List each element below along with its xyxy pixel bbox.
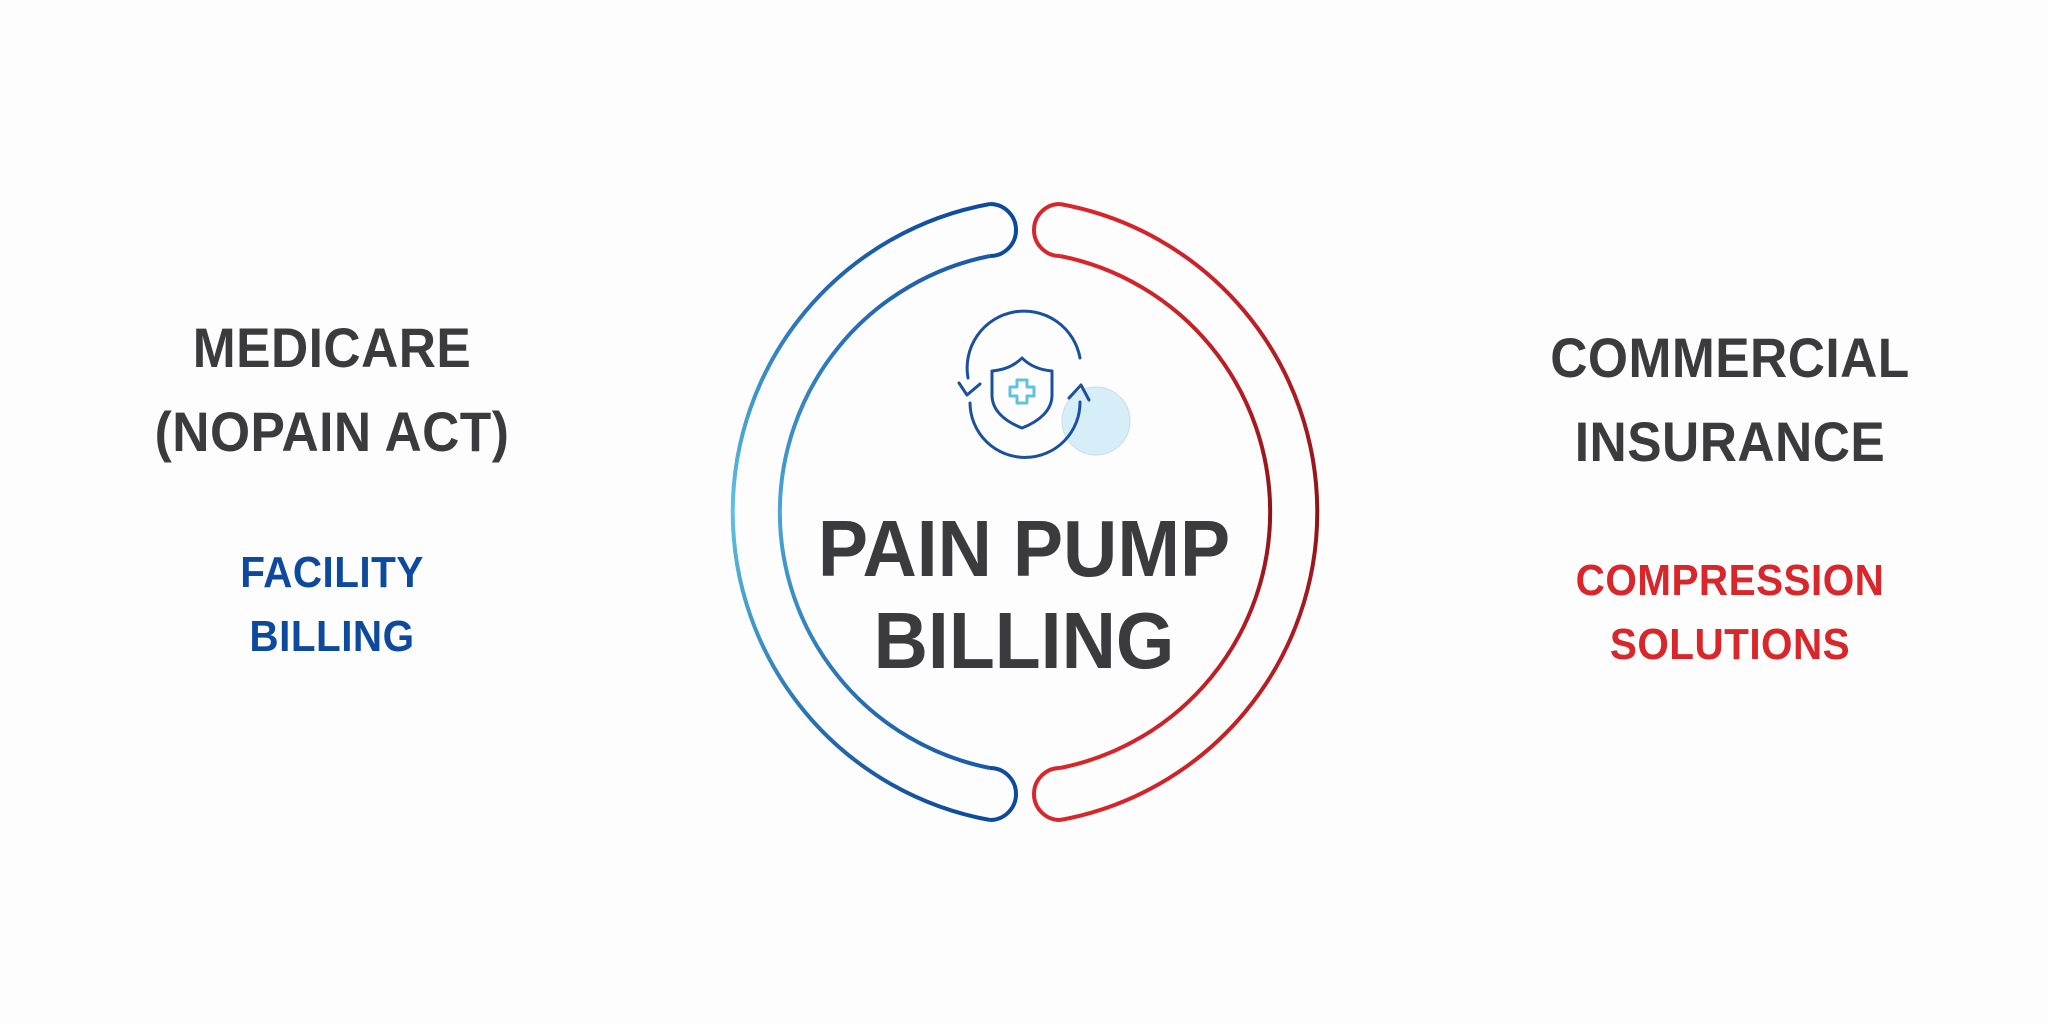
right-title-line1: COMMERCIAL: [1550, 326, 1910, 389]
right-subtitle: COMPRESSION SOLUTIONS: [1546, 549, 1914, 677]
right-subtitle-line2: SOLUTIONS: [1609, 620, 1851, 669]
left-title: MEDICARE (NOPAIN ACT): [130, 306, 535, 474]
left-subtitle-line2: BILLING: [249, 612, 415, 661]
center-title-line1: PAIN PUMP: [817, 504, 1231, 593]
left-title-line1: MEDICARE: [192, 316, 472, 379]
right-title-line2: INSURANCE: [1574, 410, 1886, 473]
right-title: COMMERCIAL INSURANCE: [1509, 316, 1951, 484]
left-title-line2: (NOPAIN ACT): [154, 400, 510, 463]
shield-cross-refresh-icon: [957, 309, 1131, 459]
left-subtitle-line1: FACILITY: [240, 548, 424, 597]
left-arc-band: [730, 202, 1018, 822]
center-title-line2: BILLING: [873, 596, 1175, 685]
right-arc-band: [1032, 202, 1320, 822]
right-subtitle-line1: COMPRESSION: [1575, 556, 1885, 605]
left-subtitle: FACILITY BILLING: [194, 541, 470, 669]
center-title: PAIN PUMP BILLING: [789, 503, 1259, 687]
